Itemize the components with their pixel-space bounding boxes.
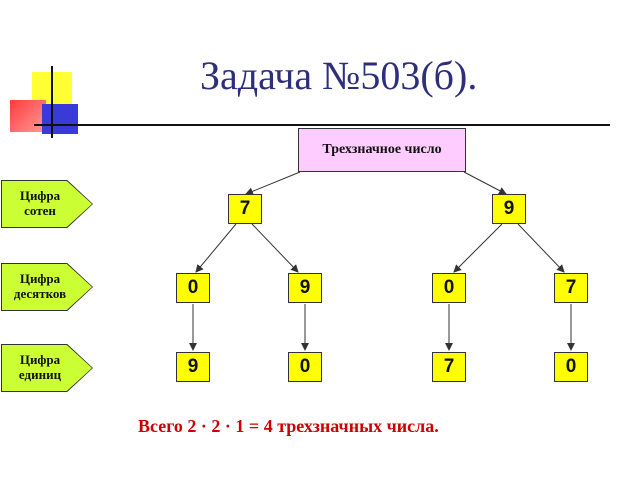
- decor-blue-square: [42, 104, 78, 134]
- node-hundreds-2: 9: [492, 194, 526, 224]
- slide-title: Задача №503(б).: [200, 53, 478, 98]
- node-tens-4: 7: [554, 273, 588, 303]
- node-units-4: 0: [554, 352, 588, 382]
- node-tens-1: 0: [176, 273, 210, 303]
- node-hundreds-1: 7: [228, 194, 262, 224]
- summary-text: Всего 2 · 2 · 1 = 4 трехзначных числа.: [138, 416, 439, 436]
- label-tens-line1: Цифра: [19, 271, 61, 287]
- title-underline: [34, 124, 610, 126]
- node-units-1: 9: [176, 352, 210, 382]
- label-tens-line2: десятков: [13, 286, 67, 301]
- decor-vertical-line: [51, 66, 53, 138]
- edge-root-9: [463, 171, 507, 195]
- edge-7-9: [251, 223, 299, 273]
- node-tens-2: 9: [288, 273, 322, 303]
- edge-7-0: [195, 223, 237, 273]
- label-units-line2: единиц: [18, 367, 62, 382]
- decor-red-square: [10, 100, 46, 132]
- label-hundreds-line2: сотен: [24, 203, 56, 218]
- node-units-3: 7: [432, 352, 466, 382]
- root-node: Трехзначное число: [298, 128, 466, 172]
- edge-root-7: [245, 171, 301, 196]
- node-units-2: 0: [288, 352, 322, 382]
- edge-9-0: [453, 223, 503, 273]
- label-units-line1: Цифра: [19, 352, 61, 368]
- node-tens-3: 0: [432, 273, 466, 303]
- label-hundreds-line1: Цифра: [19, 188, 61, 204]
- edge-9-7: [517, 223, 565, 273]
